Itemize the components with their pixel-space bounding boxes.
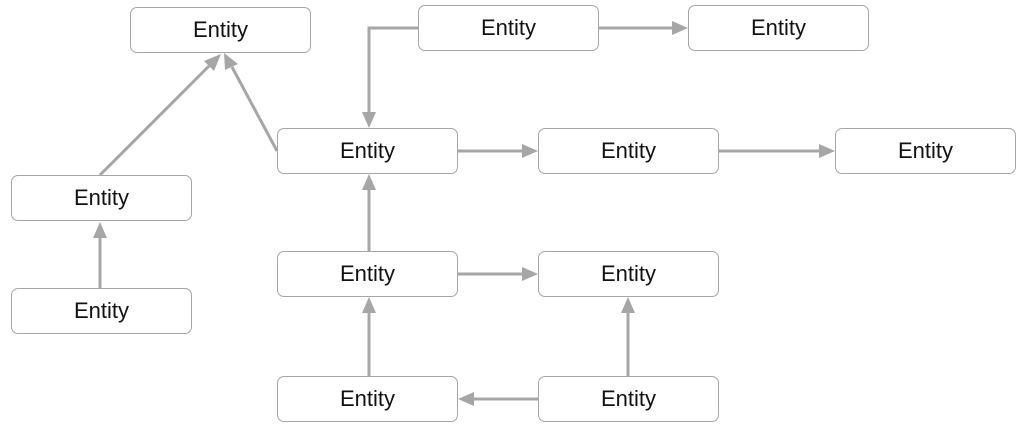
entity-label: Entity <box>339 261 396 286</box>
entity-node[interactable]: Entity <box>538 251 719 297</box>
entity-label: Entity <box>600 138 657 163</box>
entity-label: Entity <box>480 15 537 40</box>
entity-node[interactable]: Entity <box>277 128 458 174</box>
entity-node[interactable]: Entity <box>130 7 311 53</box>
entity-label: Entity <box>73 298 130 323</box>
edge-n4-to-n5 <box>458 144 538 158</box>
edge-n12-to-n9 <box>621 297 635 376</box>
edge-n2-to-n4 <box>362 26 418 128</box>
edge-n7-to-n1 <box>98 54 221 177</box>
entity-label: Entity <box>600 386 657 411</box>
entity-label: Entity <box>192 17 249 42</box>
entity-node[interactable]: Entity <box>538 128 719 174</box>
edge-n8-to-n9 <box>458 267 538 281</box>
entity-node[interactable]: Entity <box>11 175 192 221</box>
entity-label: Entity <box>73 185 130 210</box>
edge-n4-to-n1 <box>224 53 279 152</box>
entity-node[interactable]: Entity <box>835 128 1016 174</box>
entity-label: Entity <box>600 261 657 286</box>
entity-node[interactable]: Entity <box>277 376 458 422</box>
entity-label: Entity <box>339 386 396 411</box>
entity-label: Entity <box>750 15 807 40</box>
entity-node[interactable]: Entity <box>11 288 192 334</box>
entity-label: Entity <box>897 138 954 163</box>
edge-n5-to-n6 <box>719 144 835 158</box>
entity-label: Entity <box>339 138 396 163</box>
entity-node[interactable]: Entity <box>688 5 869 51</box>
edge-n8-to-n4 <box>362 174 376 251</box>
entity-node[interactable]: Entity <box>538 376 719 422</box>
entity-node[interactable]: Entity <box>418 5 599 51</box>
edge-n12-to-n11 <box>458 392 538 406</box>
edge-n2-to-n3 <box>599 21 688 35</box>
edge-n11-to-n8 <box>362 297 376 376</box>
edge-n10-to-n7 <box>93 222 107 288</box>
entity-node[interactable]: Entity <box>277 251 458 297</box>
